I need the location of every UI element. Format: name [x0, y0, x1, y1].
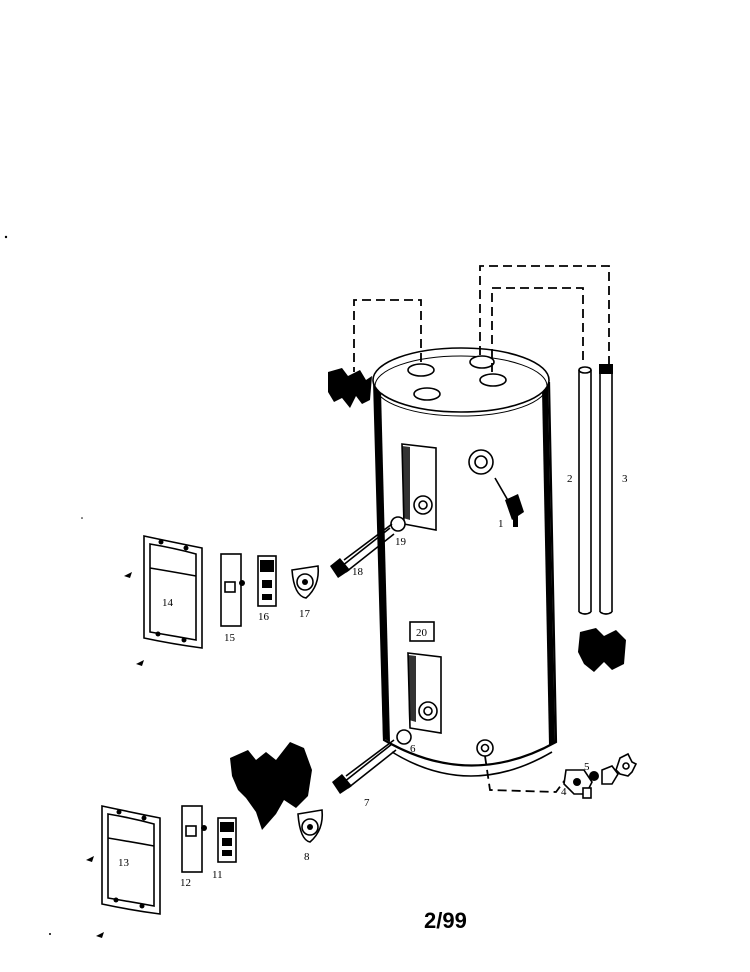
label-1: 1 — [498, 518, 504, 530]
speck — [49, 933, 51, 935]
anode-rod-3: 3 — [599, 364, 628, 615]
label-2: 2 — [567, 473, 573, 485]
label-19: 19 — [395, 536, 407, 548]
rating-plate-20: 20 — [409, 621, 435, 642]
label-20: 20 — [416, 627, 428, 639]
lower-thermostat-11: 11 — [212, 817, 237, 881]
speck — [81, 517, 83, 519]
relief-valve-1: 1 — [468, 449, 524, 530]
lower-access-cover-13: 13 — [101, 805, 161, 915]
dip-tube-2: 2 — [567, 366, 592, 615]
label-3: 3 — [622, 473, 628, 485]
footer-date: 2/99 — [424, 908, 467, 933]
label-4: 4 — [561, 786, 567, 798]
label-15: 15 — [224, 632, 236, 644]
upper-thermostat-bracket-17: 17 — [291, 565, 320, 620]
label-14: 14 — [162, 597, 174, 609]
label-16: 16 — [258, 611, 270, 623]
label-6: 6 — [410, 743, 416, 755]
upper-cover-screws — [124, 572, 144, 666]
drain-fitting — [476, 739, 494, 757]
fitting-cluster-lower — [230, 742, 312, 830]
label-18: 18 — [352, 566, 364, 578]
upper-thermostat-16: 16 — [257, 555, 277, 623]
upper-element-18: 18 — [330, 523, 395, 578]
upper-access-opening — [401, 443, 437, 531]
lower-cover-screws — [86, 856, 104, 938]
upper-access-cover-14: 14 — [143, 535, 203, 649]
lower-thermostat-bracket-8: 8 — [297, 809, 324, 863]
label-17: 17 — [299, 608, 311, 620]
lower-access-opening — [407, 652, 442, 734]
drain-washer-5: 5 — [584, 752, 638, 785]
speck — [4, 235, 8, 239]
lower-element-7: 7 — [332, 739, 397, 809]
drain-valve-4: 4 — [561, 769, 593, 799]
lower-gasket-6: 6 — [396, 729, 416, 755]
fitting-cluster-top — [328, 368, 372, 408]
tank-body — [372, 347, 558, 777]
connection-lines — [353, 265, 610, 793]
lower-insulation-12: 12 — [180, 805, 207, 889]
upper-gasket-19: 19 — [390, 516, 407, 548]
fitting-cluster-right — [578, 628, 626, 672]
label-8: 8 — [304, 851, 310, 863]
label-7: 7 — [364, 797, 370, 809]
label-11: 11 — [212, 869, 223, 881]
upper-insulation-15: 15 — [220, 553, 245, 644]
label-13: 13 — [118, 857, 130, 869]
label-5: 5 — [584, 761, 590, 773]
label-12: 12 — [180, 877, 191, 889]
